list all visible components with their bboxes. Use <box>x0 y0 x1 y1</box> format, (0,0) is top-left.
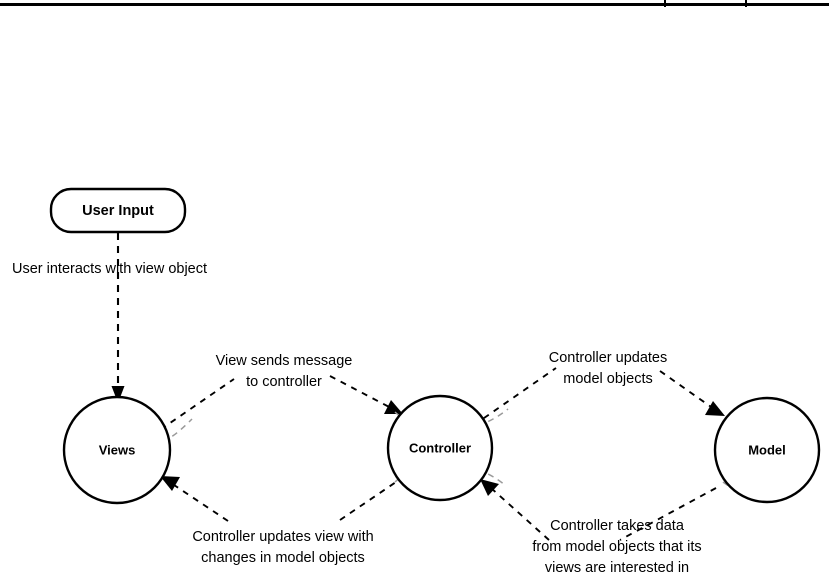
node-model-label: Model <box>748 442 786 457</box>
node-user-input-label: User Input <box>82 203 154 219</box>
node-controller[interactable]: Controller <box>386 394 494 502</box>
edge-label-model-to-controller-line-3: views are interested in <box>545 560 689 576</box>
edge-label-user-to-views-line-1: User interacts with view object <box>12 261 207 277</box>
edge-label-model-to-controller-line-1: Controller takes data <box>550 518 685 534</box>
edge-controller-to-views <box>160 463 506 522</box>
edge-user-to-views <box>111 233 125 403</box>
edge-label-views-to-controller: View sends message to controller <box>216 353 353 390</box>
edge-label-views-to-controller-line-1: View sends message <box>216 353 353 369</box>
node-model[interactable]: Model <box>713 396 821 504</box>
node-controller-label: Controller <box>409 440 471 455</box>
edge-label-views-to-controller-line-2: to controller <box>246 374 322 390</box>
edge-label-controller-to-views-line-2: changes in model objects <box>201 550 365 566</box>
top-rule <box>0 0 829 7</box>
edge-label-controller-to-model-line-2: model objects <box>563 371 652 387</box>
edge-label-controller-to-views: Controller updates view with changes in … <box>192 529 373 566</box>
node-views[interactable]: Views <box>62 395 172 505</box>
edge-label-controller-to-views-line-1: Controller updates view with <box>192 529 373 545</box>
edge-label-model-to-controller: Controller takes data from model objects… <box>532 518 701 576</box>
node-user-input[interactable]: User Input <box>49 187 187 234</box>
edge-label-model-to-controller-line-2: from model objects that its <box>532 539 701 555</box>
edge-label-controller-to-model-line-1: Controller updates <box>549 350 668 366</box>
node-views-label: Views <box>99 442 136 457</box>
edge-label-user-to-views: User interacts with view object <box>12 261 207 277</box>
edge-label-controller-to-model: Controller updates model objects <box>549 350 668 387</box>
